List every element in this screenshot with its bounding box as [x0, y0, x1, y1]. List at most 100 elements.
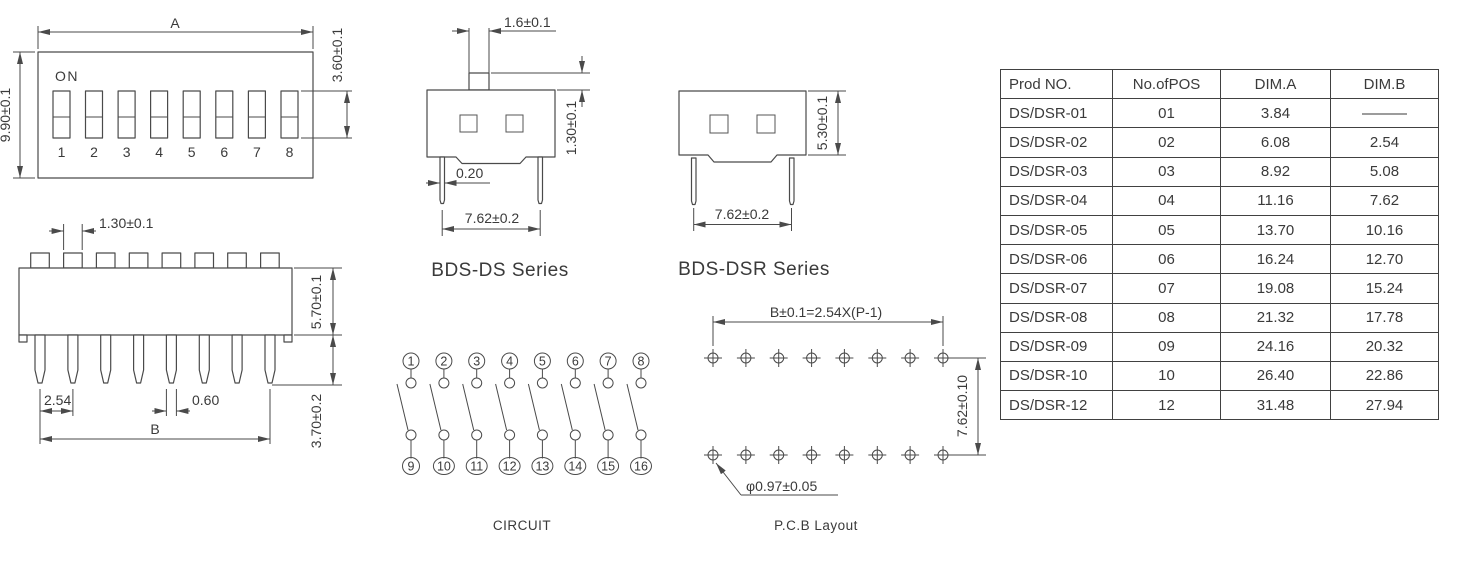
cell-dim-a: 8.92 — [1220, 156, 1331, 187]
cell-prod-no: DS/DSR-12 — [1000, 390, 1113, 421]
dim-actuator-travel: 3.60±0.1 — [301, 28, 352, 139]
dim-label: 1.30±0.1 — [563, 101, 579, 156]
pin-number: 3 — [473, 355, 480, 369]
cell-positions: 06 — [1112, 244, 1221, 275]
switch-number: 2 — [90, 144, 98, 160]
circuit-diagram: 1 2 3 4 5 6 7 8 9 10 11 12 13 14 15 16 C… — [396, 352, 652, 533]
switch-body-outline — [37, 51, 314, 179]
cell-dim-a: 3.84 — [1220, 98, 1331, 129]
dim-row-spacing: 7.62±0.2 — [441, 210, 541, 236]
pin-number: 10 — [437, 460, 451, 474]
cell-prod-no: DS/DSR-08 — [1000, 302, 1113, 333]
cell-positions: 08 — [1112, 302, 1221, 333]
top-view: ON 1 2 3 4 5 6 7 8 A 9.90±0.1 3.60±0.1 — [0, 15, 352, 179]
cell-positions: 03 — [1112, 156, 1221, 187]
pcb-holes-top-row — [703, 348, 953, 368]
pin-number: 8 — [638, 355, 645, 369]
dim-label: B — [150, 421, 159, 437]
switch-position-numbers: 1 2 3 4 5 6 7 8 — [58, 144, 294, 160]
cell-dim-b: 12.70 — [1330, 244, 1439, 275]
col-header-dim-a: DIM.A — [1220, 68, 1331, 100]
dim-label: A — [170, 15, 180, 31]
switch-number: 4 — [155, 144, 163, 160]
pin-number: 9 — [408, 460, 415, 474]
pin-number: 13 — [535, 460, 549, 474]
switch-number: 5 — [188, 144, 196, 160]
dim-pin-thickness: 0.20 — [426, 165, 490, 186]
dim-label: B±0.1=2.54X(P-1) — [770, 304, 882, 320]
dim-label: 3.60±0.1 — [329, 28, 345, 83]
cell-dim-b: 17.78 — [1330, 302, 1439, 333]
pin-number: 15 — [601, 460, 615, 474]
dim-label: 3.70±0.2 — [308, 394, 324, 449]
switch-number: 8 — [286, 144, 294, 160]
dim-label: 0.20 — [456, 165, 483, 181]
dsr-series-label: BDS-DSR Series — [678, 259, 830, 280]
cell-dim-a: 19.08 — [1220, 273, 1331, 304]
cell-dim-a: 21.32 — [1220, 302, 1331, 333]
cell-prod-no: DS/DSR-01 — [1000, 98, 1113, 129]
cell-dim-a: 16.24 — [1220, 244, 1331, 275]
cell-dim-a: 24.16 — [1220, 331, 1331, 362]
dim-label: 7.62±0.2 — [715, 206, 770, 222]
dim-pin-length: 3.70±0.2 — [272, 335, 342, 448]
dim-label: φ0.97±0.05 — [746, 478, 817, 494]
pin-number: 11 — [470, 460, 483, 474]
dsr-end-view: 5.30±0.1 7.62±0.2 BDS-DSR Series — [678, 90, 846, 280]
dim-pin-width: 0.60 — [152, 389, 219, 416]
mounting-foot — [18, 334, 28, 343]
dim-body-height: 5.30±0.1 — [808, 90, 846, 156]
cell-dim-a: 31.48 — [1220, 390, 1331, 421]
hole-diameter-callout: φ0.97±0.05 — [715, 462, 838, 496]
on-label: ON — [55, 68, 79, 84]
marking-square — [709, 114, 729, 134]
dim-actuator-height: 1.30±0.1 — [491, 56, 590, 155]
pin-number: 6 — [572, 355, 579, 369]
switch-symbols — [396, 352, 652, 475]
dim-row-spacing: 7.62±0.2 — [693, 206, 792, 231]
body-outline — [426, 89, 556, 165]
dim-body-height: 9.90±0.1 — [0, 51, 35, 179]
cell-positions: 05 — [1112, 214, 1221, 246]
dim-row-spacing: 7.62±0.10 — [952, 357, 986, 456]
dim-span-b: B — [40, 389, 271, 444]
side-view: 1.30±0.1 5.70±0.1 3.70±0.2 2.54 0.60 B — [18, 215, 342, 448]
cell-dim-b: 15.24 — [1330, 273, 1439, 304]
pins — [34, 334, 276, 384]
cell-prod-no: DS/DSR-04 — [1000, 185, 1113, 216]
dim-actuator-width: 1.6±0.1 — [452, 14, 556, 73]
mounting-foot — [283, 334, 293, 343]
dim-label: 5.70±0.1 — [308, 275, 324, 330]
cell-positions: 09 — [1112, 331, 1221, 362]
pin-number: 12 — [503, 460, 517, 474]
switch-number: 7 — [253, 144, 261, 160]
cell-positions: 12 — [1112, 390, 1221, 421]
switch-number: 1 — [58, 144, 66, 160]
ds-end-view: 1.6±0.1 1.30±0.1 0.20 7.62±0.2 BDS-DS Se… — [426, 14, 590, 281]
dim-label: 1.6±0.1 — [504, 14, 551, 30]
ds-series-label: BDS-DS Series — [431, 260, 568, 281]
circuit-pin-numbers-top: 1 2 3 4 5 6 7 8 — [408, 355, 645, 369]
cell-prod-no: DS/DSR-03 — [1000, 156, 1113, 187]
switch-body-side-outline — [18, 267, 293, 336]
cell-dim-b: 7.62 — [1330, 185, 1439, 216]
cell-dim-b: 27.94 — [1330, 390, 1439, 421]
cell-dim-b: 5.08 — [1330, 156, 1439, 187]
marking-square — [756, 114, 776, 134]
marking-square — [459, 114, 478, 133]
dim-label: 7.62±0.2 — [465, 210, 520, 226]
pin-number: 5 — [539, 355, 546, 369]
dim-label: 0.60 — [192, 392, 219, 408]
cell-dim-a: 26.40 — [1220, 360, 1331, 392]
pcb-label: P.C.B Layout — [774, 518, 858, 533]
cell-dim-b: 22.86 — [1330, 360, 1439, 392]
